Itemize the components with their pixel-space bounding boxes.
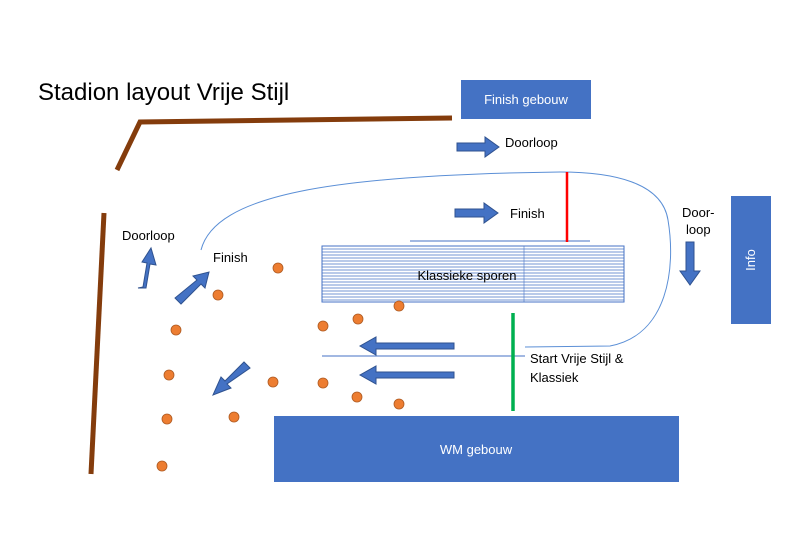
label-start-2: Klassiek xyxy=(530,370,579,385)
finish-building: Finish gebouw xyxy=(461,80,591,119)
cone xyxy=(317,377,329,389)
arrow-left-upper xyxy=(358,336,455,356)
cone xyxy=(317,320,329,332)
arrow-down-doorloop xyxy=(679,241,701,286)
fence-top xyxy=(114,115,453,172)
wm-building: WM gebouw xyxy=(274,416,679,482)
arrow-left-lower xyxy=(358,365,455,385)
cone xyxy=(212,289,224,301)
cone xyxy=(228,411,240,423)
finish-building-label: Finish gebouw xyxy=(484,92,568,107)
arrow-up-right-finish xyxy=(174,271,210,305)
label-start-1: Start Vrije Stijl & xyxy=(530,351,624,366)
cone xyxy=(272,262,284,274)
cones-group xyxy=(156,262,405,472)
cone xyxy=(351,391,363,403)
cone xyxy=(170,324,182,336)
diagram-title: Stadion layout Vrije Stijl xyxy=(38,79,289,106)
cone xyxy=(163,369,175,381)
cone xyxy=(267,376,279,388)
track-loop-line xyxy=(200,171,672,348)
label-doorloop-top: Doorloop xyxy=(505,135,558,150)
wm-building-label: WM gebouw xyxy=(440,442,513,457)
cone xyxy=(161,413,173,425)
arrow-right-finish xyxy=(454,202,499,224)
label-door-loop-2: loop xyxy=(686,222,711,237)
label-door-loop-1: Door- xyxy=(682,205,715,220)
cone xyxy=(393,398,405,410)
cone xyxy=(352,313,364,325)
fence-left xyxy=(88,212,107,475)
classic-track-stripes xyxy=(322,248,624,301)
arrow-up-doorloop xyxy=(137,246,157,289)
label-finish-center: Finish xyxy=(510,206,545,221)
info-building-label: Info xyxy=(743,249,758,271)
classic-tracks: Klassieke sporen xyxy=(321,245,625,303)
arrow-right-doorloop xyxy=(456,136,500,158)
classic-tracks-label: Klassieke sporen xyxy=(418,268,517,283)
arrow-down-left xyxy=(212,361,251,396)
label-doorloop-left: Doorloop xyxy=(122,228,175,243)
label-finish-left: Finish xyxy=(213,250,248,265)
info-building: Info xyxy=(731,196,771,324)
cone xyxy=(156,460,168,472)
cone xyxy=(393,300,405,312)
